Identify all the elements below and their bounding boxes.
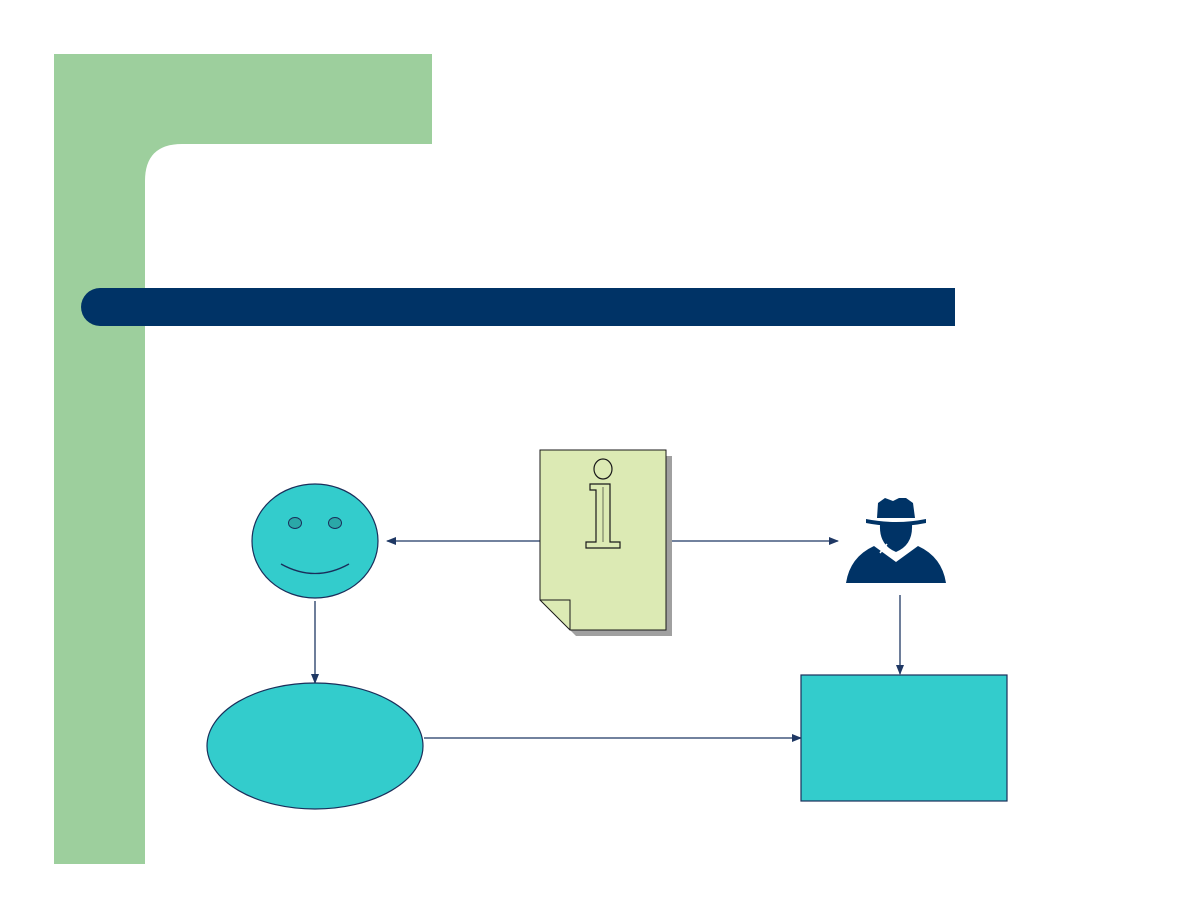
information-document-icon <box>539 449 672 636</box>
spy-icon <box>846 498 946 583</box>
smiley-face-icon <box>251 483 379 599</box>
destination-box <box>800 674 1008 802</box>
title-bar <box>81 288 955 326</box>
sidebar-background <box>54 54 432 864</box>
process-ellipse <box>206 682 424 810</box>
